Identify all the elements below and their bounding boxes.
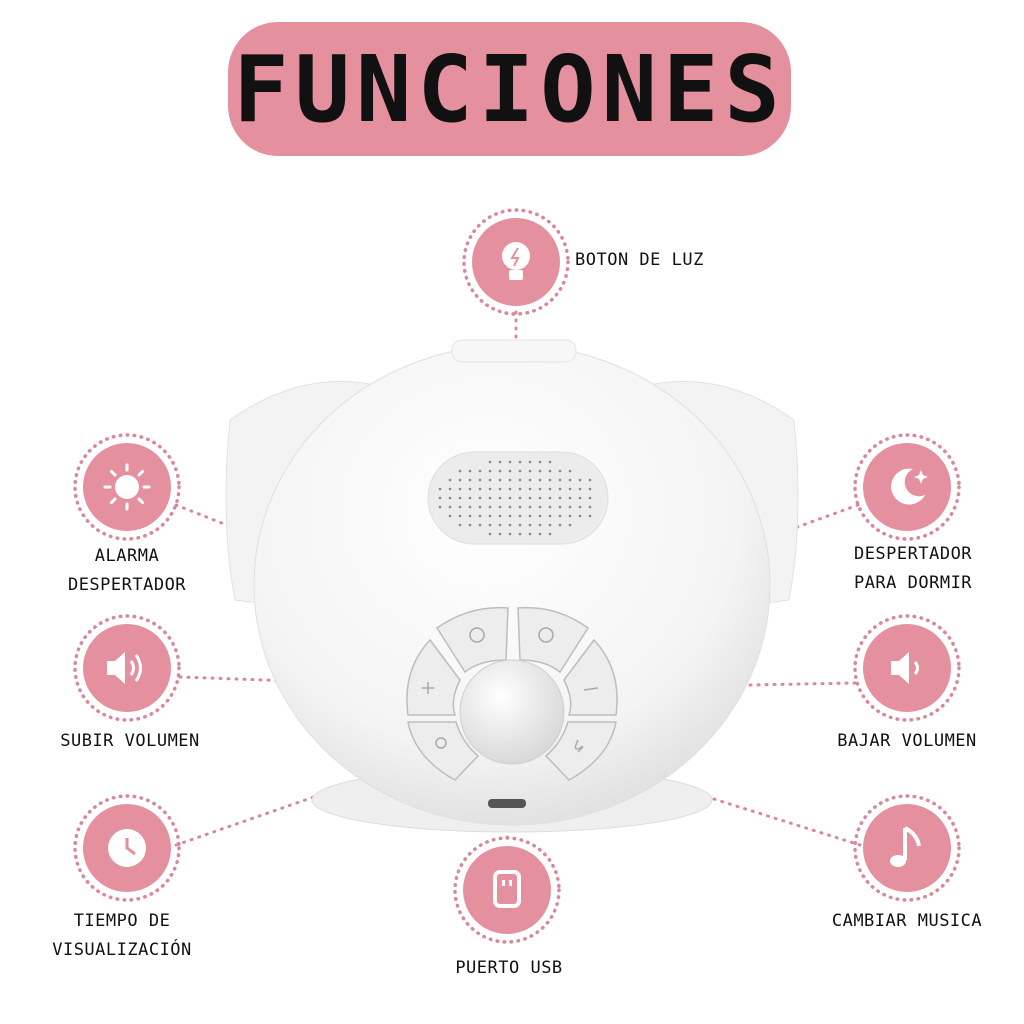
label-alarm-line2: DESPERTADOR: [67, 575, 187, 595]
label-music: CAMBIAR MUSICA: [831, 911, 983, 931]
alarm-badge: [73, 433, 181, 541]
volume-down-icon: [891, 652, 919, 684]
center-knob[interactable]: [459, 659, 565, 765]
label-alarm-line1: ALARMA: [94, 546, 160, 566]
clock-icon: [108, 829, 146, 867]
volume-down-button[interactable]: [563, 638, 618, 716]
label-alarm: ALARMA DESPERTADOR: [68, 542, 186, 600]
volume-up-button[interactable]: [406, 638, 461, 716]
label-sleep: DESPERTADOR PARA DORMIR: [854, 540, 972, 598]
label-light: BOTON DE LUZ: [575, 250, 704, 270]
volume-up-icon: [107, 652, 142, 684]
label-display-time-line1: TIEMPO DE: [73, 911, 171, 931]
title-banner: FUNCIONES: [228, 22, 791, 156]
usb-icon: [493, 870, 521, 908]
night-light-device: [225, 339, 799, 833]
sun-icon: [103, 463, 151, 511]
label-display-time-line2: VISUALIZACIÓN: [52, 940, 192, 960]
label-volume-up: SUBIR VOLUMEN: [60, 731, 200, 751]
label-volume-down: BAJAR VOLUMEN: [837, 731, 977, 751]
music-badge: [853, 794, 961, 902]
volume-down-badge: [853, 614, 961, 722]
label-display-time: TIEMPO DE VISUALIZACIÓN: [52, 907, 192, 965]
label-sleep-line1: DESPERTADOR: [853, 544, 973, 564]
page-title: FUNCIONES: [233, 35, 786, 143]
label-sleep-line2: PARA DORMIR: [853, 573, 973, 593]
music-button[interactable]: [544, 721, 617, 781]
sleep-button[interactable]: [517, 606, 590, 674]
volume-up-badge: [73, 614, 181, 722]
lightbulb-icon: [502, 242, 530, 280]
display-time-badge: [73, 794, 181, 902]
light-button-top: [451, 339, 577, 363]
music-note-icon: [890, 826, 921, 867]
sleep-badge: [853, 433, 961, 541]
speaker-grille: [427, 451, 609, 545]
light-badge: [462, 208, 570, 316]
moon-stars-icon: [891, 468, 928, 505]
time-button[interactable]: [407, 721, 480, 781]
usb-port: [488, 799, 526, 808]
usb-badge: [453, 836, 561, 944]
label-usb: PUERTO USB: [455, 958, 563, 978]
